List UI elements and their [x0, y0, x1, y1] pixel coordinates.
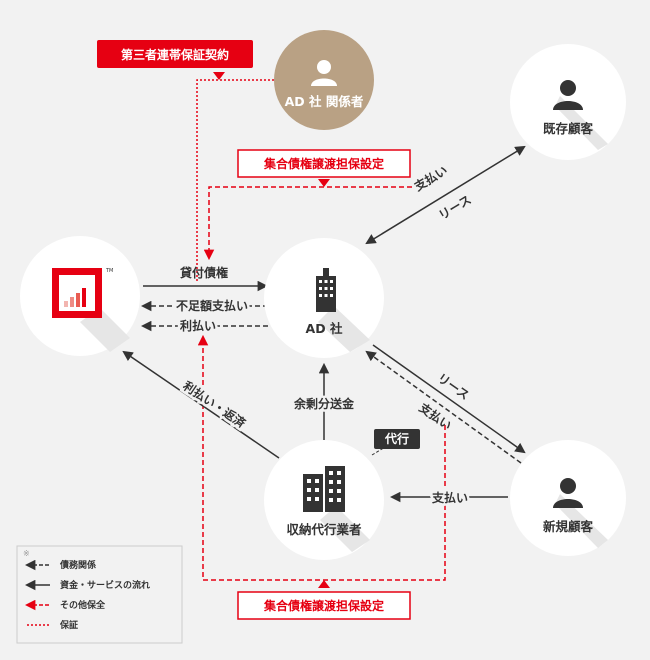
person-icon [311, 60, 337, 86]
collateral-bottom-label: 集合債権譲渡担保設定 [263, 598, 384, 613]
legend-label: 保証 [59, 619, 78, 631]
node-ad: AD 社 [264, 238, 384, 358]
collateral-bottom-badge: 集合債権譲渡担保設定 [237, 591, 411, 620]
legend-label: 資金・サービスの流れ [60, 579, 150, 591]
node-new-customer: 新規顧客 [510, 440, 626, 556]
collateral-top-tip [318, 179, 330, 187]
businessman-icon [553, 80, 583, 110]
legend-item-security: その他保全 [24, 599, 106, 611]
interest-payment-label: 利払い [180, 318, 216, 333]
interest-repayment-label: 利払い・返済 [180, 378, 249, 431]
new-lease-arrow [372, 344, 526, 454]
surplus-remittance-label: 余剰分送金 [293, 396, 355, 411]
node-existing-customer: 既存顧客 [510, 44, 626, 160]
collector-payment-label: 支払い [431, 490, 468, 505]
node-collector: 収納代行業者 [264, 440, 384, 560]
shortfall-payment-label: 不足額支払い [176, 298, 248, 313]
guarantee-tip [213, 72, 225, 80]
legend-label: 債務関係 [59, 559, 96, 571]
agency-badge: 代行 [374, 429, 420, 449]
third-party-guarantee-label: 第三者連帯保証契約 [121, 47, 229, 62]
existing-payment-label: 支払い [411, 162, 450, 194]
tm-mark: TM [105, 268, 113, 274]
third-party-guarantee-badge: 第三者連帯保証契約 [97, 40, 253, 68]
collateral-bottom-tip [318, 580, 330, 588]
new-lease-label: リース [435, 371, 472, 403]
legend: ※ 債務関係 資金・サービスの流れ その他保全 保証 [16, 545, 183, 644]
collector-label: 収納代行業者 [286, 522, 362, 537]
agency-label: 代行 [384, 431, 409, 446]
office-buildings-icon [303, 466, 345, 512]
guarantor-label: AD 社 関係者 [285, 94, 364, 109]
businessman-icon [553, 478, 583, 508]
existing-customer-label: 既存顧客 [543, 121, 594, 136]
interest-repayment-arrow [122, 350, 280, 459]
node-lender: TM [20, 236, 140, 356]
collateral-top-badge: 集合債権譲渡担保設定 [237, 149, 411, 178]
legend-label: その他保全 [60, 599, 106, 611]
legend-mark: ※ [23, 549, 30, 558]
new-payment-label: 支払い [416, 399, 455, 433]
node-guarantor: AD 社 関係者 [274, 30, 374, 130]
legend-item-debt: 債務関係 [24, 559, 96, 571]
lender-logo-icon: TM [52, 268, 113, 318]
existing-payment-arrow [365, 145, 526, 245]
ad-label: AD 社 [306, 321, 343, 336]
building-icon [316, 268, 336, 312]
legend-item-flow: 資金・サービスの流れ [24, 579, 150, 591]
new-customer-label: 新規顧客 [543, 519, 594, 534]
collateral-top-line [203, 186, 412, 261]
guarantee-line [196, 79, 278, 282]
loan-label: 貸付債権 [180, 265, 228, 280]
collateral-top-label: 集合債権譲渡担保設定 [263, 156, 384, 171]
legend-item-guarantee: 保証 [27, 619, 78, 631]
